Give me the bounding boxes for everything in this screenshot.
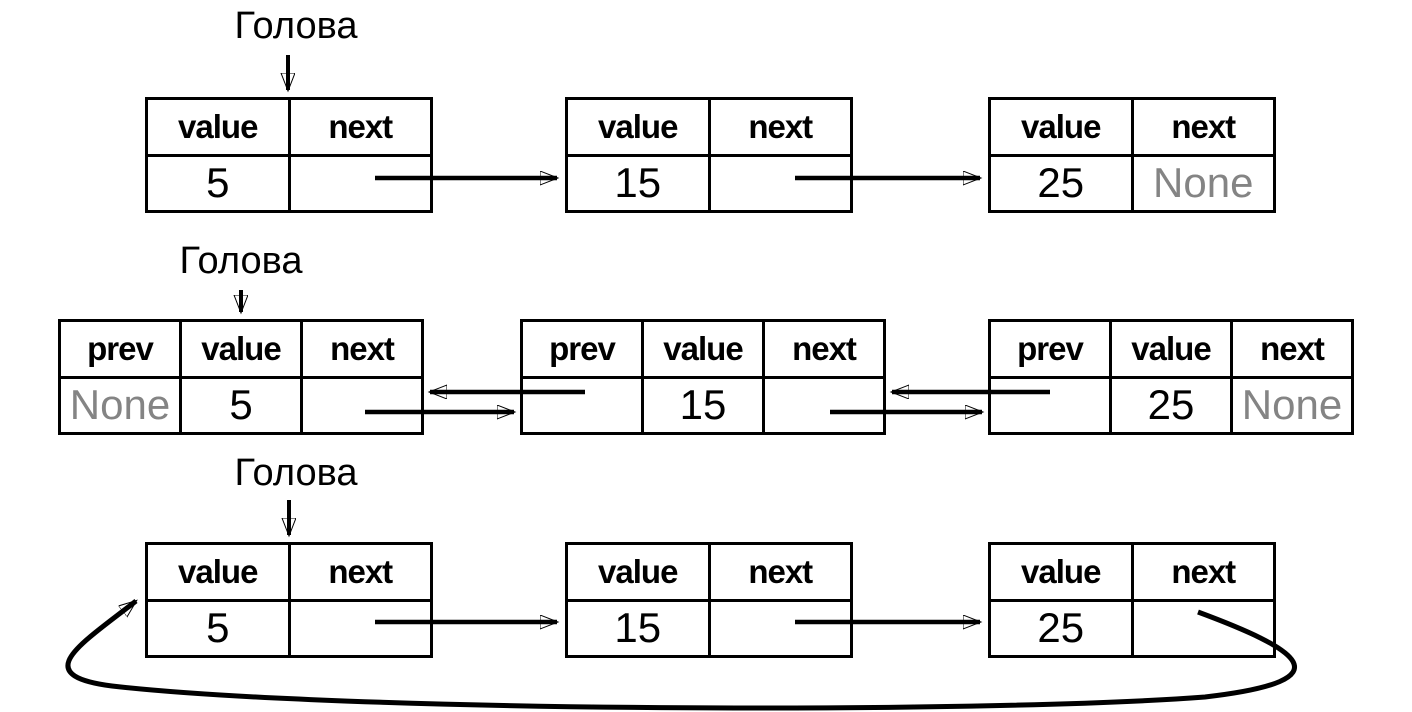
doubly-node-1: prev value next None 5 [58,319,424,435]
singly-node-2: value next 15 [565,97,853,213]
value-cell: 5 [182,378,300,432]
next-cell [710,156,850,210]
header-cell: prev [61,322,179,376]
next-cell-none: None [1233,378,1351,432]
value-cell: 25 [991,601,1131,655]
value-cell: 15 [568,601,708,655]
header-cell: next [710,100,850,154]
next-cell [290,601,430,655]
header-cell: value [148,545,288,599]
header-cell: value [644,322,762,376]
doubly-node-3: prev value next 25 None [988,319,1354,435]
next-cell [303,378,421,432]
header-cell: value [568,545,708,599]
circular-node-2: value next 15 [565,542,853,658]
next-cell-none: None [1133,156,1273,210]
header-cell: value [182,322,300,376]
singly-node-3: value next 25 None [988,97,1276,213]
head-label-singly: Голова [234,5,358,47]
head-label-doubly: Голова [179,240,303,282]
header-cell: value [568,100,708,154]
next-cell [765,378,883,432]
head-label-circular: Голова [234,452,358,494]
header-cell: next [710,545,850,599]
header-cell: next [765,322,883,376]
header-cell: prev [523,322,641,376]
value-cell: 5 [148,156,288,210]
next-cell [1133,601,1273,655]
header-cell: prev [991,322,1109,376]
next-cell [710,601,850,655]
header-cell: value [148,100,288,154]
header-cell: next [1233,322,1351,376]
singly-node-1: value next 5 [145,97,433,213]
prev-cell [991,378,1109,432]
header-cell: next [1133,100,1273,154]
doubly-node-2: prev value next 15 [520,319,886,435]
value-cell: 25 [1112,378,1230,432]
header-cell: value [991,100,1131,154]
header-cell: value [1112,322,1230,376]
circular-node-1: value next 5 [145,542,433,658]
prev-cell-none: None [61,378,179,432]
value-cell: 25 [991,156,1131,210]
value-cell: 15 [568,156,708,210]
circular-node-3: value next 25 [988,542,1276,658]
next-cell [290,156,430,210]
value-cell: 15 [644,378,762,432]
header-cell: value [991,545,1131,599]
header-cell: next [290,100,430,154]
header-cell: next [303,322,421,376]
header-cell: next [290,545,430,599]
value-cell: 5 [148,601,288,655]
prev-cell [523,378,641,432]
header-cell: next [1133,545,1273,599]
